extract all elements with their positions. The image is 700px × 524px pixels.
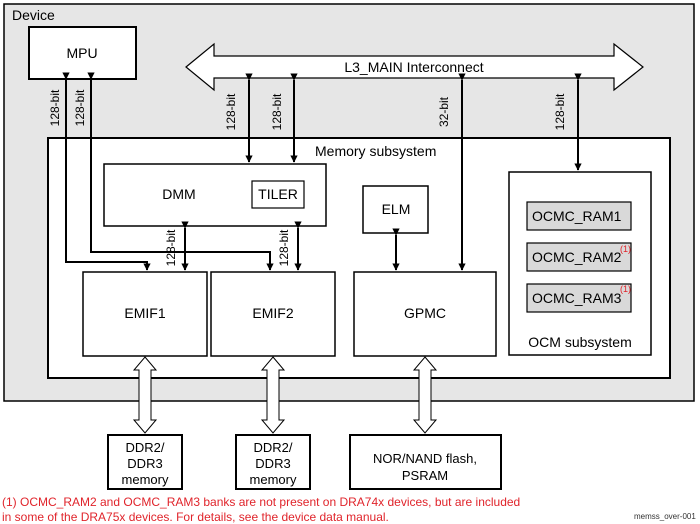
bus-width-l3-gpmc: 32-bit xyxy=(437,96,451,127)
footnote-line-2: in some of the DRA75x devices. For detai… xyxy=(2,510,389,524)
external-memory-1-line2: DDR3 xyxy=(127,456,162,471)
ocmc-ram3-footnote-ref: (1) xyxy=(620,284,631,294)
ocmc-ram3-label: OCMC_RAM3 xyxy=(532,290,622,306)
footnote-line-1: (1) OCMC_RAM2 and OCMC_RAM3 banks are no… xyxy=(2,495,521,509)
ocmc-ram2-block xyxy=(526,242,632,272)
mpu-label: MPU xyxy=(66,45,97,61)
external-memory-1-line1: DDR2/ xyxy=(125,440,164,455)
external-flash xyxy=(349,434,502,490)
emif1-block xyxy=(82,271,208,357)
emif1-external-link xyxy=(132,356,158,434)
elm-label: ELM xyxy=(382,201,411,217)
bus-width-l3-ocm: 128-bit xyxy=(553,93,567,130)
bus-width-l3-dmm-1: 128-bit xyxy=(224,93,238,130)
ocmc-ram1-block xyxy=(526,201,632,231)
device-label: Device xyxy=(12,7,55,23)
ocmc-ram3-block xyxy=(526,283,632,313)
ocmc-ram2-footnote-ref: (1) xyxy=(620,244,631,254)
emif2-external-link xyxy=(260,356,286,434)
external-memory-2-line1: DDR2/ xyxy=(253,440,292,455)
mpu-emif2-bus xyxy=(87,72,274,271)
gpmc-label: GPMC xyxy=(404,305,446,321)
external-flash-line2: PSRAM xyxy=(402,468,448,483)
elm-block xyxy=(362,185,429,234)
external-memory-1 xyxy=(107,434,183,490)
emif2-block xyxy=(210,271,336,357)
external-memory-1-line3: memory xyxy=(122,472,169,487)
emif1-label: EMIF1 xyxy=(124,305,165,321)
mpu-block xyxy=(28,26,137,80)
ocmc-ram2-label: OCMC_RAM2 xyxy=(532,249,622,265)
bus-width-dmm-emif2: 128-bit xyxy=(277,229,291,266)
figure-id: memss_over-001 xyxy=(634,512,696,521)
emif2-label: EMIF2 xyxy=(252,305,293,321)
gpmc-external-link xyxy=(412,356,438,434)
interconnect-label: L3_MAIN Interconnect xyxy=(344,59,483,75)
ocm-label: OCM subsystem xyxy=(528,334,631,350)
bus-width-mpu-emif1: 128-bit xyxy=(48,89,62,126)
bus-width-l3-dmm-2: 128-bit xyxy=(270,93,284,130)
gpmc-block xyxy=(353,271,497,357)
external-flash-line1: NOR/NAND flash, xyxy=(373,451,477,466)
memory-subsystem-label: Memory subsystem xyxy=(315,143,436,159)
ocmc-ram1-label: OCMC_RAM1 xyxy=(532,208,622,224)
dmm-label: DMM xyxy=(162,186,195,202)
tiler-label: TILER xyxy=(258,186,298,202)
external-memory-2 xyxy=(235,434,311,490)
external-memory-2-line3: memory xyxy=(250,472,297,487)
external-memory-2-line2: DDR3 xyxy=(255,456,290,471)
bus-width-mpu-emif2: 128-bit xyxy=(73,89,87,126)
bus-width-dmm-emif1: 128-bit xyxy=(164,229,178,266)
